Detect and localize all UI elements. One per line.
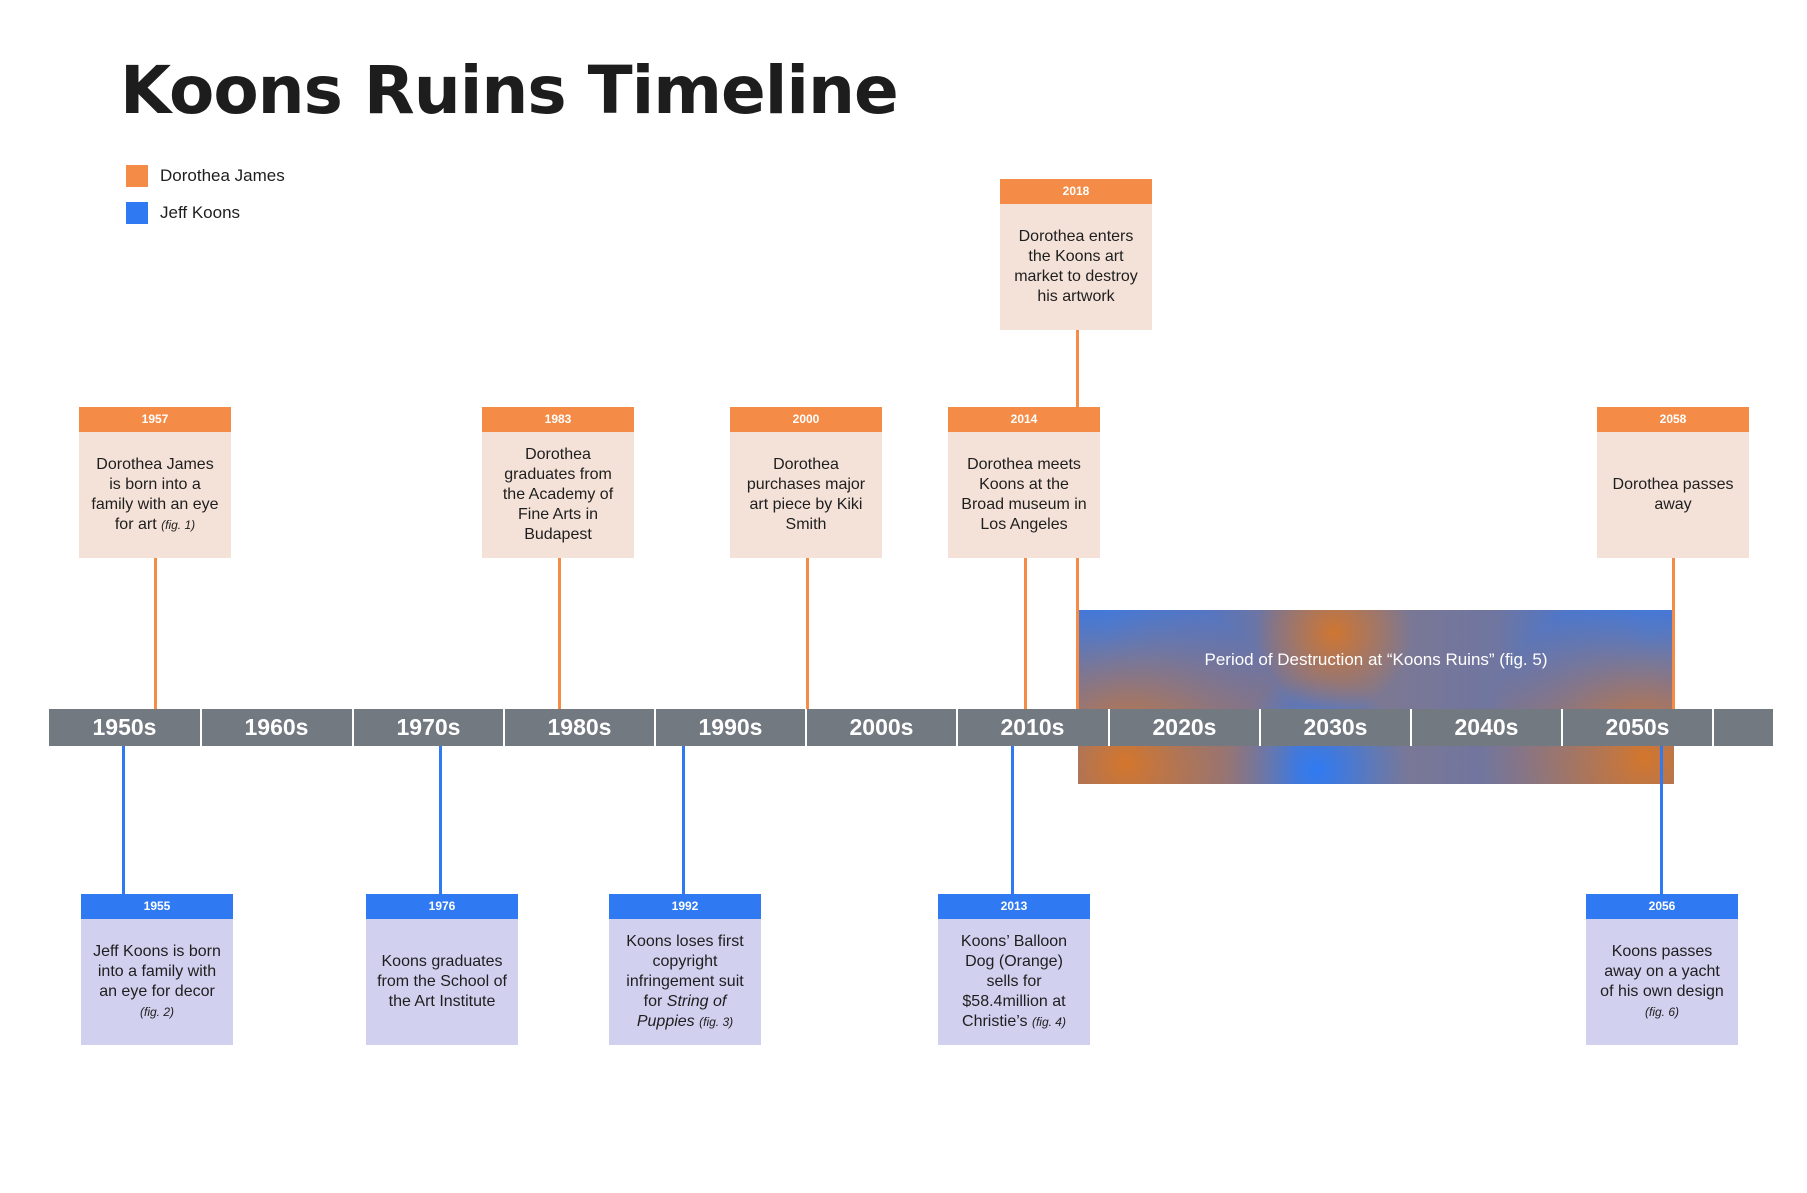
event-text: Dorothea passes away bbox=[1597, 432, 1749, 558]
event-year: 2000 bbox=[730, 407, 882, 432]
event-card-2013: 2013 Koons’ Balloon Dog (Orange) sells f… bbox=[938, 894, 1090, 1045]
axis-tick bbox=[1108, 709, 1110, 746]
timeline-axis: 1950s 1960s 1970s 1980s 1990s 2000s 2010… bbox=[49, 709, 1773, 746]
connector-2058 bbox=[1672, 558, 1675, 709]
fig-ref: (fig. 3) bbox=[699, 1015, 734, 1029]
event-card-1957: 1957 Dorothea James is born into a famil… bbox=[79, 407, 231, 558]
decade-label: 1990s bbox=[698, 714, 763, 740]
event-text: Dorothea James is born into a family wit… bbox=[79, 432, 231, 558]
axis-tick bbox=[956, 709, 958, 746]
fig-ref: (fig. 4) bbox=[1031, 1015, 1066, 1029]
event-year: 1955 bbox=[81, 894, 233, 919]
event-card-2058: 2058 Dorothea passes away bbox=[1597, 407, 1749, 558]
event-card-2014: 2014 Dorothea meets Koons at the Broad m… bbox=[948, 407, 1100, 558]
work-title: String of Puppies bbox=[636, 993, 727, 1030]
event-text: Koons graduates from the School of the A… bbox=[366, 919, 518, 1045]
connector-2000 bbox=[806, 558, 809, 709]
decade-label: 1960s bbox=[244, 714, 309, 740]
decade-label: 2040s bbox=[1454, 714, 1519, 740]
axis-tick bbox=[1712, 709, 1714, 746]
event-text: Koons passes away on a yacht of his own … bbox=[1586, 919, 1738, 1045]
event-year: 2014 bbox=[948, 407, 1100, 432]
event-text: Koons’ Balloon Dog (Orange) sells for $5… bbox=[938, 919, 1090, 1045]
axis-tick bbox=[1561, 709, 1563, 746]
event-year: 1976 bbox=[366, 894, 518, 919]
event-card-2000: 2000 Dorothea purchases major art piece … bbox=[730, 407, 882, 558]
connector-2013 bbox=[1011, 746, 1014, 894]
fig-ref: (fig. 1) bbox=[161, 518, 196, 532]
event-year: 1957 bbox=[79, 407, 231, 432]
event-card-1955: 1955 Jeff Koons is born into a family wi… bbox=[81, 894, 233, 1045]
event-text: Dorothea graduates from the Academy of F… bbox=[482, 432, 634, 558]
destruction-period-band: Period of Destruction at “Koons Ruins” (… bbox=[1078, 610, 1674, 784]
event-text: Dorothea enters the Koons art market to … bbox=[1000, 204, 1152, 330]
axis-tick bbox=[503, 709, 505, 746]
event-card-2018: 2018 Dorothea enters the Koons art marke… bbox=[1000, 179, 1152, 330]
event-card-1983: 1983 Dorothea graduates from the Academy… bbox=[482, 407, 634, 558]
axis-tick bbox=[352, 709, 354, 746]
decade-label: 2020s bbox=[1152, 714, 1217, 740]
event-card-2056: 2056 Koons passes away on a yacht of his… bbox=[1586, 894, 1738, 1045]
period-label: Period of Destruction at “Koons Ruins” (… bbox=[1204, 650, 1548, 669]
decade-label: 1980s bbox=[547, 714, 612, 740]
decade-label: 1950s bbox=[92, 714, 157, 740]
decade-label: 2000s bbox=[849, 714, 914, 740]
event-card-1992: 1992 Koons loses first copyright infring… bbox=[609, 894, 761, 1045]
event-text: Jeff Koons is born into a family with an… bbox=[81, 919, 233, 1045]
decade-label: 2010s bbox=[1000, 714, 1065, 740]
decade-label: 2030s bbox=[1303, 714, 1368, 740]
axis-tick bbox=[805, 709, 807, 746]
page-title: Koons Ruins Timeline bbox=[120, 52, 899, 129]
event-card-1976: 1976 Koons graduates from the School of … bbox=[366, 894, 518, 1045]
fig-ref: (fig. 2) bbox=[139, 1005, 174, 1019]
event-year: 2013 bbox=[938, 894, 1090, 919]
fig-ref: (fig. 6) bbox=[1644, 1005, 1679, 1019]
legend-swatch-blue bbox=[126, 202, 148, 224]
event-year: 2018 bbox=[1000, 179, 1152, 204]
event-year: 2056 bbox=[1586, 894, 1738, 919]
event-text: Koons loses first copyright infringement… bbox=[609, 919, 761, 1045]
connector-1983 bbox=[558, 558, 561, 709]
legend-label: Dorothea James bbox=[160, 166, 285, 185]
axis-tick bbox=[654, 709, 656, 746]
decade-label: 2050s bbox=[1605, 714, 1670, 740]
legend-label: Jeff Koons bbox=[160, 203, 241, 222]
axis-tick bbox=[1259, 709, 1261, 746]
event-year: 1992 bbox=[609, 894, 761, 919]
connector-1955 bbox=[122, 746, 125, 894]
connector-2014 bbox=[1024, 558, 1027, 709]
event-year: 1983 bbox=[482, 407, 634, 432]
connector-1992 bbox=[682, 746, 685, 894]
axis-tick bbox=[200, 709, 202, 746]
connector-1976 bbox=[439, 746, 442, 894]
legend-swatch-orange bbox=[126, 165, 148, 187]
connector-1957 bbox=[154, 558, 157, 709]
axis-tick bbox=[1410, 709, 1412, 746]
connector-2056 bbox=[1660, 746, 1663, 894]
decade-label: 1970s bbox=[396, 714, 461, 740]
event-year: 2058 bbox=[1597, 407, 1749, 432]
event-text: Dorothea purchases major art piece by Ki… bbox=[730, 432, 882, 558]
event-text: Dorothea meets Koons at the Broad museum… bbox=[948, 432, 1100, 558]
